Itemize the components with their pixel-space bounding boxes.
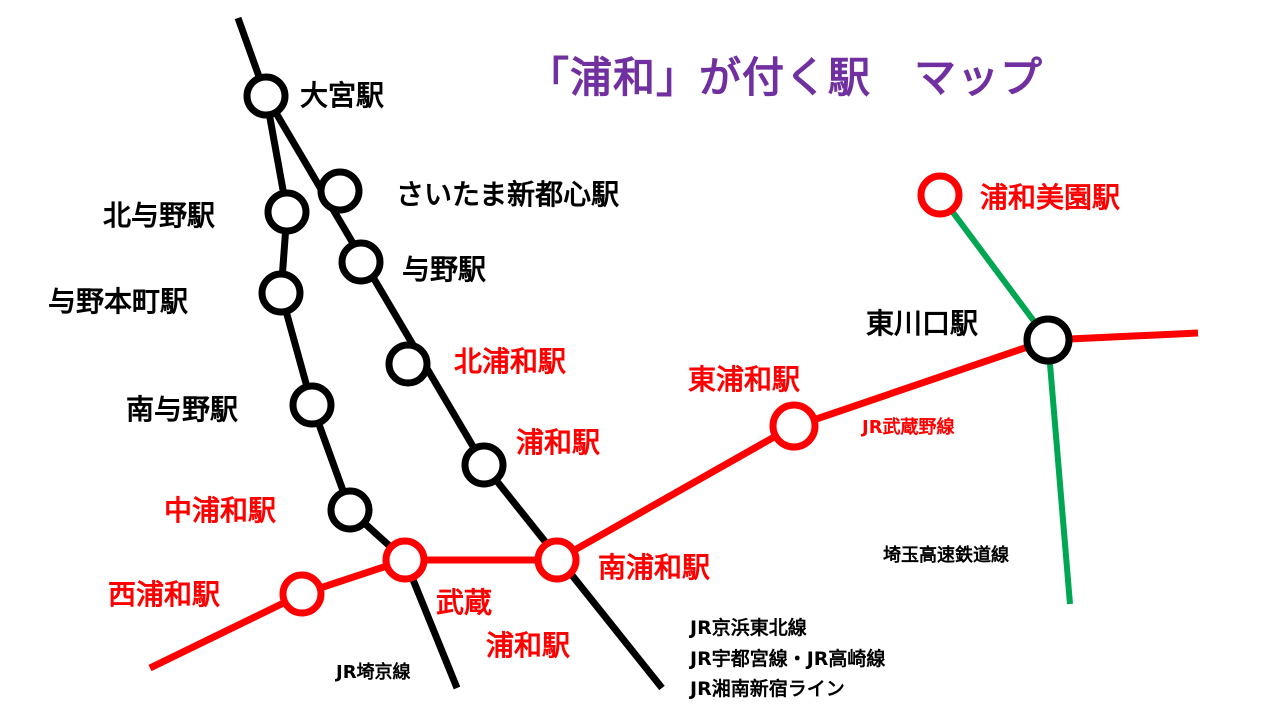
station-label-minami-urawa: 南浦和駅 xyxy=(598,551,710,584)
station-marker-minami-yono xyxy=(289,382,335,428)
station-label-yono: 与野駅 xyxy=(402,253,486,286)
station-marker-musashi-urawa xyxy=(382,537,428,583)
station-marker-saitama-shintoshin xyxy=(317,168,363,214)
line-label-musashino: JR武蔵野線 xyxy=(860,416,955,438)
line-label-saikyo: JR埼京線 xyxy=(334,661,411,683)
station-marker-urawa xyxy=(461,442,507,488)
station-marker-kita-yono xyxy=(264,189,310,235)
station-label-nishi-urawa: 西浦和駅 xyxy=(108,578,220,611)
line-label-saitama-kosoku: 埼玉高速鉄道線 xyxy=(883,544,1009,566)
station-marker-urawa-misono xyxy=(917,172,963,218)
saitama-rapid-railway-line xyxy=(937,193,1073,605)
station-marker-higashi-urawa xyxy=(769,401,819,451)
station-marker-naka-urawa xyxy=(327,487,373,533)
station-label-yono-honmachi: 与野本町駅 xyxy=(48,285,188,318)
station-label-omiya: 大宮駅 xyxy=(300,79,384,112)
station-label-musashi-urawa-line1: 武蔵 xyxy=(436,586,492,619)
station-label-minami-yono: 南与野駅 xyxy=(126,393,238,426)
station-marker-nishi-urawa xyxy=(279,571,325,617)
station-label-musashi-urawa-line2: 浦和駅 xyxy=(486,629,570,662)
line-label-utsunomiya-takasaki: JR宇都宮線・JR高崎線 xyxy=(688,647,885,670)
page-title: 「浦和」が付く駅 マップ xyxy=(527,53,1043,102)
jr-main-line xyxy=(234,16,665,691)
line-label-shonan-shinjuku: JR湘南新宿ライン xyxy=(688,677,845,700)
station-label-urawa: 浦和駅 xyxy=(516,426,600,459)
station-marker-higashi-kawaguchi xyxy=(1023,315,1073,365)
line-label-keihin-tohoku: JR京浜東北線 xyxy=(688,616,807,639)
station-label-saitama-shintoshin: さいたま新都心駅 xyxy=(396,178,619,211)
station-label-kita-yono: 北与野駅 xyxy=(103,199,215,232)
station-label-higashi-kawaguchi: 東川口駅 xyxy=(866,307,978,340)
station-marker-yono-honmachi xyxy=(258,270,304,316)
station-marker-kita-urawa xyxy=(385,341,431,387)
station-marker-yono xyxy=(338,239,384,285)
station-marker-minami-urawa xyxy=(534,537,580,583)
station-label-higashi-urawa: 東浦和駅 xyxy=(688,363,800,396)
station-label-urawa-misono: 浦和美園駅 xyxy=(980,181,1120,214)
station-label-naka-urawa: 中浦和駅 xyxy=(164,494,276,527)
station-marker-omiya xyxy=(243,73,289,119)
station-label-kita-urawa: 北浦和駅 xyxy=(454,345,566,378)
